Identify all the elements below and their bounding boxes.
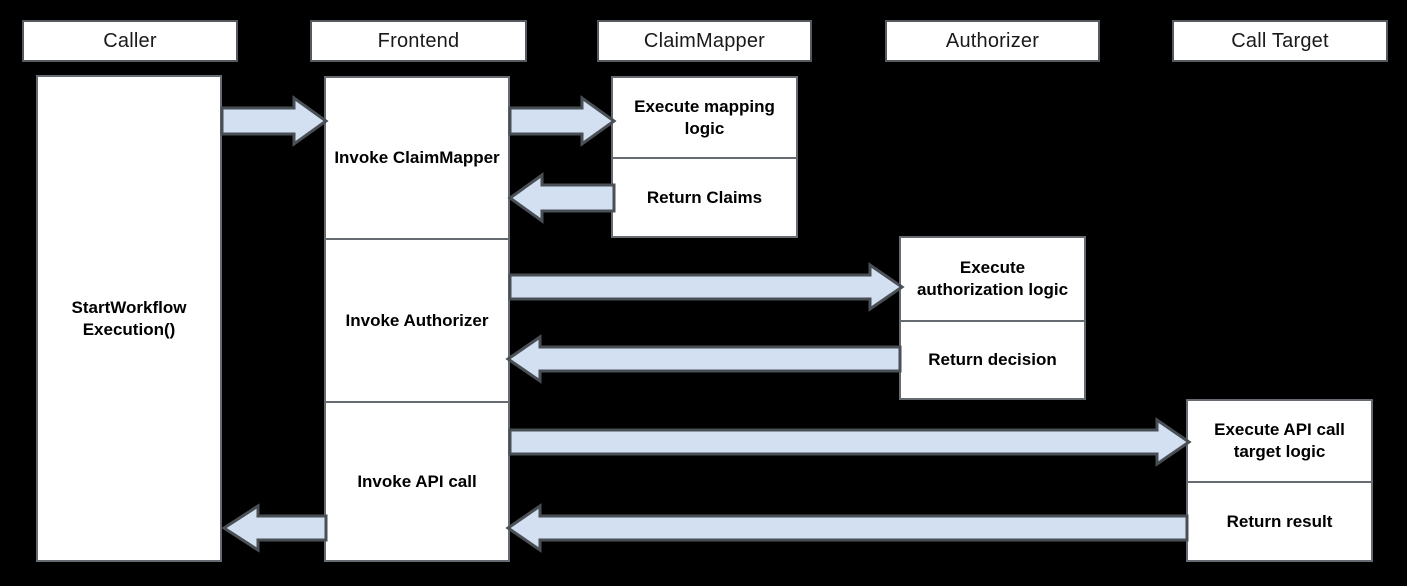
message-arrow-caller-to-frontend[interactable] — [220, 95, 329, 147]
message-arrow-frontend-to-caller[interactable] — [218, 503, 328, 553]
activation-cell-execute-authorization-logic: Execute authorization logic — [916, 258, 1069, 299]
activation-authorizer[interactable]: Execute authorization logic Return decis… — [899, 236, 1086, 400]
message-arrow-claimmapper-to-frontend[interactable] — [506, 172, 616, 224]
message-arrow-frontend-to-calltarget[interactable] — [508, 417, 1192, 467]
participant-label-frontend: Frontend — [377, 29, 460, 52]
participant-label-claimmapper: ClaimMapper — [643, 29, 766, 52]
activation-frontend[interactable]: Invoke ClaimMapper Invoke Authorizer Inv… — [324, 76, 510, 562]
activation-cell-execute-mapping-logic: Execute mapping logic — [634, 96, 775, 138]
participant-header-authorizer[interactable]: Authorizer — [885, 20, 1100, 62]
participant-label-caller: Caller — [103, 29, 157, 52]
activation-cell-invoke-authorizer: Invoke Authorizer — [326, 238, 508, 401]
activation-cell-return-result: Return result — [1188, 481, 1371, 560]
activation-cell-invoke-api-call: Invoke API call — [326, 401, 508, 560]
activation-cell-start-workflow: StartWorkflow Execution() — [71, 297, 187, 339]
message-arrow-authorizer-to-frontend[interactable] — [505, 334, 902, 384]
message-arrow-frontend-to-claimmapper[interactable] — [508, 95, 617, 147]
activation-cell-return-decision: Return decision — [901, 320, 1084, 398]
participant-label-calltarget: Call Target — [1231, 29, 1329, 52]
message-arrow-calltarget-to-frontend[interactable] — [505, 503, 1189, 553]
message-arrow-frontend-to-authorizer[interactable] — [508, 262, 905, 312]
participant-header-caller[interactable]: Caller — [22, 20, 238, 62]
activation-caller[interactable]: StartWorkflow Execution() — [36, 75, 222, 562]
participant-header-claimmapper[interactable]: ClaimMapper — [597, 20, 812, 62]
participant-label-authorizer: Authorizer — [945, 29, 1040, 52]
activation-cell-invoke-claimmapper: Invoke ClaimMapper — [334, 148, 500, 168]
participant-header-frontend[interactable]: Frontend — [310, 20, 527, 62]
activation-calltarget[interactable]: Execute API call target logic Return res… — [1186, 399, 1373, 562]
activation-cell-execute-api-call-target-logic: Execute API call target logic — [1214, 420, 1345, 461]
participant-header-calltarget[interactable]: Call Target — [1172, 20, 1388, 62]
activation-cell-return-claims: Return Claims — [613, 157, 796, 236]
activation-claimmapper[interactable]: Execute mapping logic Return Claims — [611, 76, 798, 238]
